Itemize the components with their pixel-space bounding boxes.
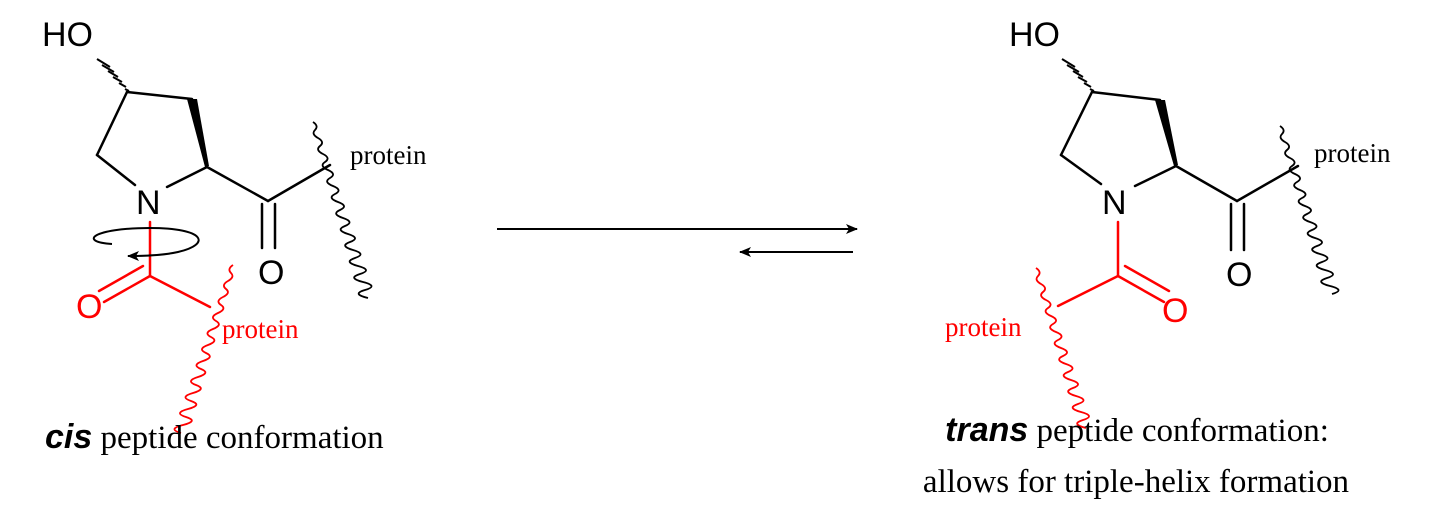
cis-acyl-bonds — [97, 220, 212, 309]
trans-wavy-bond-bottom — [1035, 267, 1090, 429]
cis-wavy-bond-top — [312, 121, 373, 299]
trans-caption-line2: allows for triple-helix formation — [923, 464, 1349, 500]
cis-protein-top: protein — [350, 140, 427, 170]
cis-caption-bold: cis — [45, 418, 92, 456]
trans-wavy-bond-top — [1279, 125, 1340, 295]
trans-protein-top: protein — [1314, 138, 1391, 168]
cis-ring — [95, 90, 209, 189]
trans-ring — [1059, 90, 1178, 188]
cis-caption: cis peptide conformation — [45, 418, 384, 456]
trans-wedge-bond — [1155, 100, 1178, 166]
trans-structure: HO N O protein O protein — [945, 16, 1391, 429]
trans-caption: trans peptide conformation: — [945, 411, 1329, 449]
cis-nitrogen-label: N — [136, 184, 161, 222]
trans-caption-bold: trans — [945, 411, 1028, 449]
equilibrium-arrows-icon — [497, 224, 858, 257]
trans-acyl-oxygen: O — [1162, 292, 1188, 330]
cis-structure: HO N O protein O protein — [42, 16, 427, 434]
cis-wavy-bond-bottom — [173, 264, 234, 434]
trans-caption-rest: peptide conformation: — [1028, 413, 1329, 449]
cis-carbonyl-bonds — [205, 163, 332, 250]
cis-wedge-bond — [187, 99, 209, 167]
trans-acyl-bonds — [1056, 220, 1171, 308]
trans-protein-bottom: protein — [945, 312, 1022, 342]
trans-carbonyl-oxygen: O — [1226, 256, 1252, 294]
cis-acyl-oxygen: O — [76, 288, 102, 326]
trans-carbonyl-bonds — [1174, 164, 1300, 252]
cis-caption-rest: peptide conformation — [92, 420, 383, 456]
trans-hashed-bond — [1061, 58, 1095, 92]
cis-protein-bottom: protein — [222, 314, 299, 344]
rotation-arrow-icon — [92, 226, 200, 261]
cis-hashed-bond — [96, 58, 130, 92]
trans-nitrogen-label: N — [1102, 184, 1127, 222]
cis-carbonyl-oxygen: O — [258, 254, 284, 292]
trans-hydroxyl-label: HO — [1009, 16, 1060, 54]
cis-hydroxyl-label: HO — [42, 16, 93, 54]
